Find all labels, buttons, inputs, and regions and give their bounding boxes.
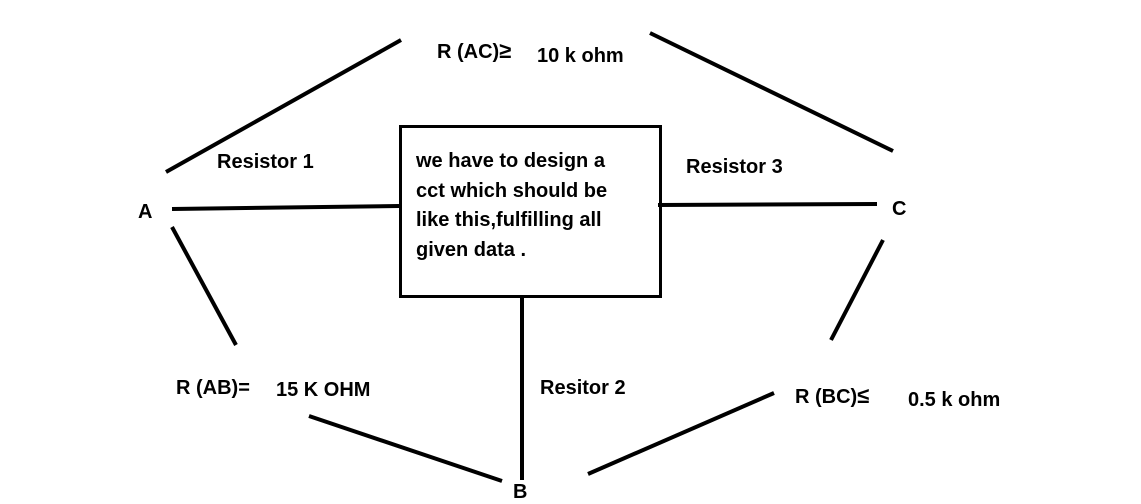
node-b-label: B: [513, 481, 528, 503]
wire-c-bc: [829, 239, 885, 341]
constraint-ac-prefix: R (AC): [437, 41, 500, 63]
wire-top-c: [649, 31, 894, 153]
constraint-ac: R (AC)≥: [437, 38, 512, 64]
resistor-1-label: Resistor 1: [217, 151, 314, 173]
box-line-3: like this,fulfilling all: [416, 209, 602, 231]
design-box-text: we have to design a cct which should be …: [416, 147, 661, 265]
wire-bc-b: [587, 391, 775, 476]
resistor-2-label: Resitor 2: [540, 377, 626, 399]
constraint-ab-value: 15 K OHM: [276, 379, 371, 401]
constraint-bc-symbol: ≤: [857, 383, 870, 408]
constraint-ab-prefix: R (AB)=: [176, 377, 250, 399]
box-line-4: given data .: [416, 238, 527, 261]
node-a-label: A: [138, 201, 153, 223]
constraint-bc: R (BC)≤: [795, 383, 870, 409]
wire-a-ab: [170, 226, 238, 346]
resistor-3-label: Resistor 3: [686, 156, 783, 178]
constraint-ac-value: 10 k ohm: [537, 45, 624, 67]
constraint-bc-value: 0.5 k ohm: [908, 389, 1001, 411]
wire-resistor-1: [171, 204, 400, 211]
wire-a-top: [165, 38, 402, 174]
wire-resistor-3: [657, 202, 878, 207]
wire-ab-b: [308, 414, 503, 483]
design-box: [399, 125, 662, 298]
constraint-bc-prefix: R (BC): [795, 386, 858, 408]
node-c-label: C: [892, 198, 907, 220]
constraint-ac-symbol: ≥: [499, 38, 512, 63]
box-line-1: we have to design a: [416, 150, 605, 172]
box-line-2: cct which should be: [416, 179, 608, 202]
